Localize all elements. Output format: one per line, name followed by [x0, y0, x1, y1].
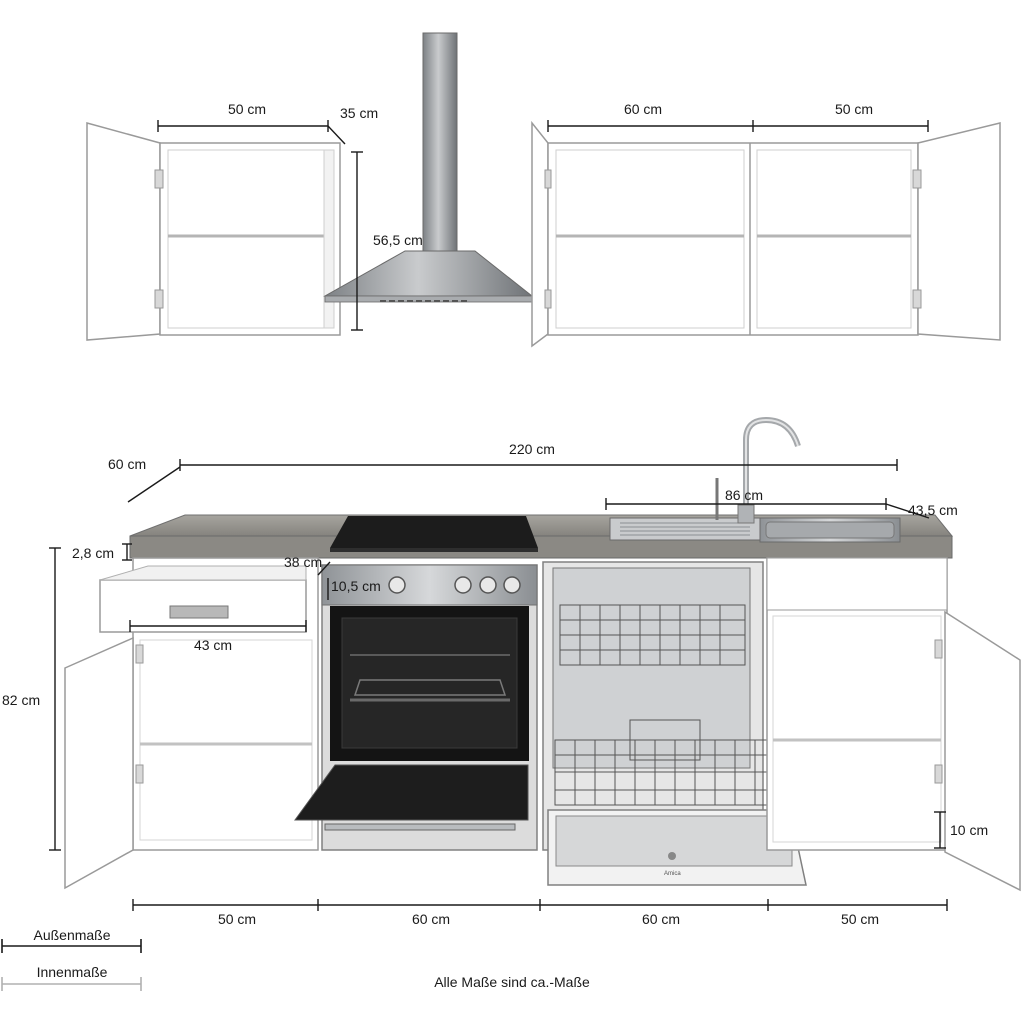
dishwasher-brand-label: Amica	[664, 871, 681, 877]
bottom-width-2: 60 cm	[411, 911, 451, 927]
upper-right-cabinet	[531, 120, 1001, 348]
lower-right-cabinet	[766, 557, 1021, 892]
hinge-icon	[934, 764, 943, 784]
sink-width-label: 86 cm	[724, 487, 764, 503]
hob-icon	[330, 516, 538, 548]
oven	[294, 564, 538, 851]
drawer-width-label: 43 cm	[193, 637, 233, 653]
upper-left-width-label: 50 cm	[227, 101, 267, 117]
bottom-width-1: 50 cm	[217, 911, 257, 927]
hood-chimney	[422, 32, 458, 252]
bottom-width-3: 60 cm	[641, 911, 681, 927]
dishwasher-indicator-icon	[668, 852, 676, 860]
hinge-icon	[135, 764, 144, 784]
upper-right-body	[547, 142, 919, 336]
hinge-icon	[934, 639, 943, 659]
hinge-icon	[912, 289, 922, 309]
upper-left-cabinet	[86, 122, 341, 341]
height-label: 82 cm	[2, 692, 41, 708]
upper-right-door-left	[531, 120, 549, 348]
sink-depth-label: 43,5 cm	[908, 502, 958, 518]
hinge-icon	[912, 169, 922, 189]
oven-knob-icon	[388, 576, 406, 594]
lower-left-door	[64, 636, 134, 890]
hinge-icon	[544, 289, 552, 309]
oven-control-panel	[321, 564, 538, 606]
oven-depth-label: 38 cm	[284, 554, 323, 570]
plinth-height-label: 10 cm	[950, 822, 989, 838]
oven-knob-icon	[479, 576, 497, 594]
oven-panel-label: 10,5 cm	[331, 578, 381, 594]
upper-left-body	[159, 142, 341, 336]
upper-basket	[559, 604, 746, 666]
dishwasher	[542, 561, 807, 886]
hood-canopy	[323, 250, 534, 297]
bottom-width-4: 50 cm	[840, 911, 880, 927]
drawer-handle-icon	[169, 605, 229, 619]
depth-label: 60 cm	[108, 456, 147, 472]
oven-knob-icon	[503, 576, 521, 594]
extractor-hood	[323, 32, 534, 303]
worktop	[129, 416, 954, 559]
total-width-label: 220 cm	[509, 441, 555, 457]
lower-right-door	[944, 610, 1021, 892]
oven-knob-icon	[454, 576, 472, 594]
upper-right-width-b-label: 50 cm	[834, 101, 874, 117]
hinge-icon	[135, 644, 144, 664]
approx-note: Alle Maße sind ca.-Maße	[434, 974, 590, 990]
cutlery-basket	[629, 719, 701, 761]
upper-left-depth-label: 35 cm	[340, 105, 379, 121]
dim-upper-left-depth	[327, 125, 346, 145]
dim-depth	[127, 466, 181, 503]
upper-right-width-a-label: 60 cm	[623, 101, 663, 117]
upper-left-door	[86, 122, 161, 341]
legend	[1, 939, 142, 991]
lower-left-cabinet	[64, 557, 319, 890]
dim-oven-depth	[317, 561, 331, 576]
legend-outer-label: Außenmaße	[33, 927, 111, 943]
hinge-icon	[544, 169, 552, 189]
hinge-icon	[154, 289, 164, 309]
legend-inner-label: Innenmaße	[36, 964, 108, 980]
oven-door-open	[294, 764, 529, 821]
hood-height-label: 56,5 cm	[373, 232, 423, 248]
worktop-thickness-label: 2,8 cm	[72, 545, 115, 561]
upper-right-door-right	[917, 122, 1001, 341]
dim-sink-depth	[885, 503, 930, 519]
hinge-icon	[154, 169, 164, 189]
